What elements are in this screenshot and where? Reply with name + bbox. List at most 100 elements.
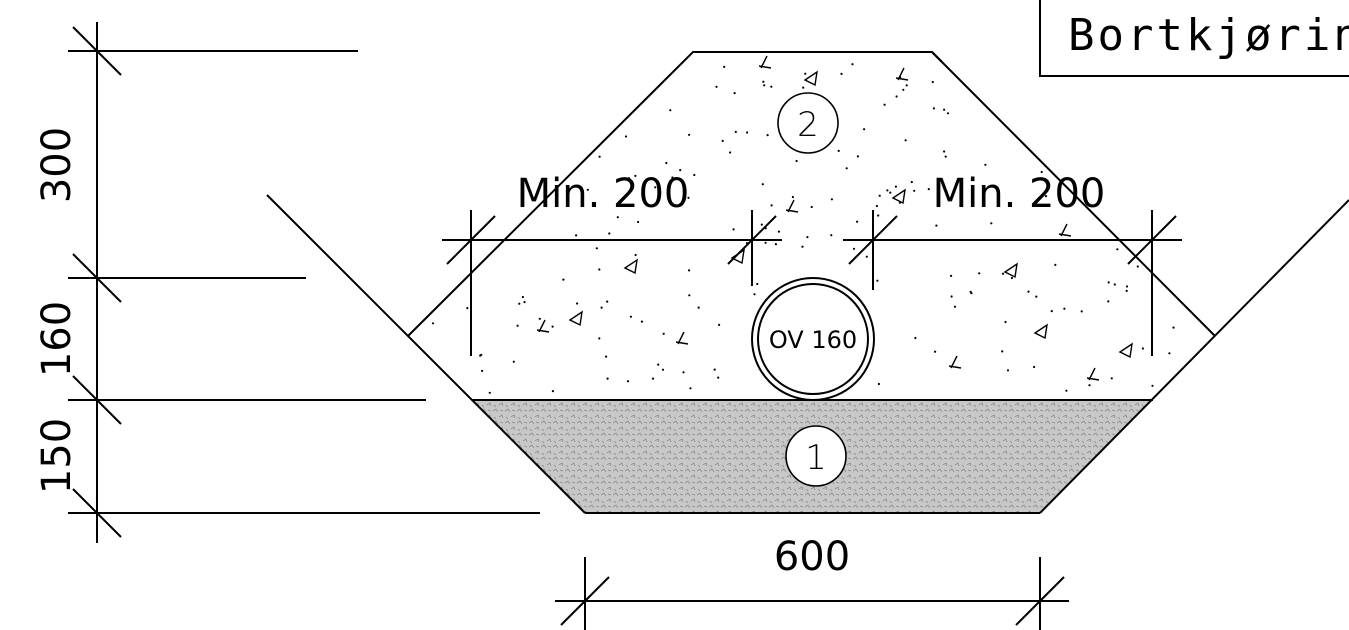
tick-mark [560,576,610,626]
aggregate-triangle [568,310,583,327]
stipple-dot [665,161,668,165]
stipple-dot [770,85,773,88]
stipple-dot [723,65,726,68]
stipple-dot [904,139,907,142]
stipple-dot [913,189,916,192]
stipple-dot [1010,276,1014,280]
aggregate-symbol [895,67,909,81]
aggregate-symbol [675,331,689,345]
stipple-dot [598,337,601,340]
stipple-dot [634,174,637,177]
marker-bedding: 1 [785,425,847,487]
stipple-dot [895,95,898,98]
stipple-dot [1063,307,1066,310]
stipple-dot [715,85,718,88]
stipple-dot [688,269,691,272]
stipple-dot [598,155,601,158]
stipple-dot [479,354,482,357]
tick-mark [1015,576,1065,626]
stipple-dot [651,377,655,380]
stipple-dot [851,63,854,66]
stipple-dot [637,220,640,224]
stipple-dot [693,173,696,177]
aggregate-triangle [1033,323,1048,340]
stipple-dot [1033,365,1036,369]
stipple-dot [943,150,946,153]
stipple-dot [764,241,767,244]
stipple-dot [624,135,628,138]
stipple-dot [953,305,957,308]
stipple-dot [763,84,766,87]
stipple-dot [1168,352,1171,355]
vertical-dimension-chain: 300 160 150 [34,22,540,543]
stipple-dot [969,290,972,293]
stipple-dot [551,390,555,393]
stipple-dot [837,149,840,152]
stipple-dot [518,302,521,305]
stipple-dot [575,234,578,237]
stipple-dot [626,380,630,383]
tick-mark [72,253,122,303]
stipple-dot [950,274,953,277]
stipple-dot [562,278,565,281]
aggregate-triangle [803,70,818,87]
stipple-dot [877,382,881,386]
stipple-dot [734,130,737,133]
stipple-dot [640,320,644,323]
stipple-dot [806,236,809,239]
stipple-dot [804,72,807,75]
aggregate-symbol [758,55,772,69]
stipple-dot [1110,377,1113,380]
stipple-dot [894,185,898,188]
stipple-dot [883,103,886,106]
stipple-dot [516,324,519,327]
stipple-dot [688,133,691,136]
stipple-dot [721,139,724,142]
stipple-dot [733,92,736,95]
stipple-dot [877,214,880,217]
aggregate-triangle [1003,262,1018,279]
stipple-dot [943,108,946,111]
stipple-dot [1080,310,1083,313]
stipple-dot [914,336,917,340]
stipple-dot [746,131,749,134]
stipple-dot [1116,248,1119,251]
tick-mark [1127,215,1177,265]
stipple-dot [1088,384,1091,387]
stipple-dot [697,306,700,309]
stipple-dot [1141,347,1144,350]
tick-mark [727,215,777,265]
pipe: OV 160 [751,277,875,401]
stipple-dot [595,247,598,250]
pipe-inner-wall [757,283,869,395]
stipple-dot [905,84,908,87]
stipple-dot [669,109,672,112]
stipple-dot [689,387,692,390]
aggregate-symbol [948,355,962,369]
title-text: Bortkjøring: [1068,10,1349,61]
stipple-dot [551,325,554,328]
backfill-mound-outline [407,51,1216,337]
stipple-dot [1054,263,1057,266]
aggregate-triangle [730,248,745,265]
stipple-dot [856,155,860,158]
pipe-label: OV 160 [769,326,857,354]
stipple-dot [682,371,685,374]
stipple-dot [1035,295,1038,298]
stipple-dot [1065,389,1068,392]
stipple-dot [761,183,764,186]
stipple-dot [886,189,889,192]
stipple-dot [1044,195,1048,198]
stipple-dot [608,232,611,235]
stipple-dot [1050,310,1053,313]
right-clearance-label: Min. 200 [933,171,1106,217]
stipple-dot [1027,290,1030,293]
trench-right-outer-wall [1039,199,1349,514]
stipple-dot [512,360,515,363]
aggregate-triangle [1118,342,1133,359]
stipple-dot [802,86,805,89]
stipple-dot [876,279,879,282]
dimension-300: 300 [34,127,80,203]
stipple-dot [688,294,691,297]
stipple-dot [760,223,763,226]
